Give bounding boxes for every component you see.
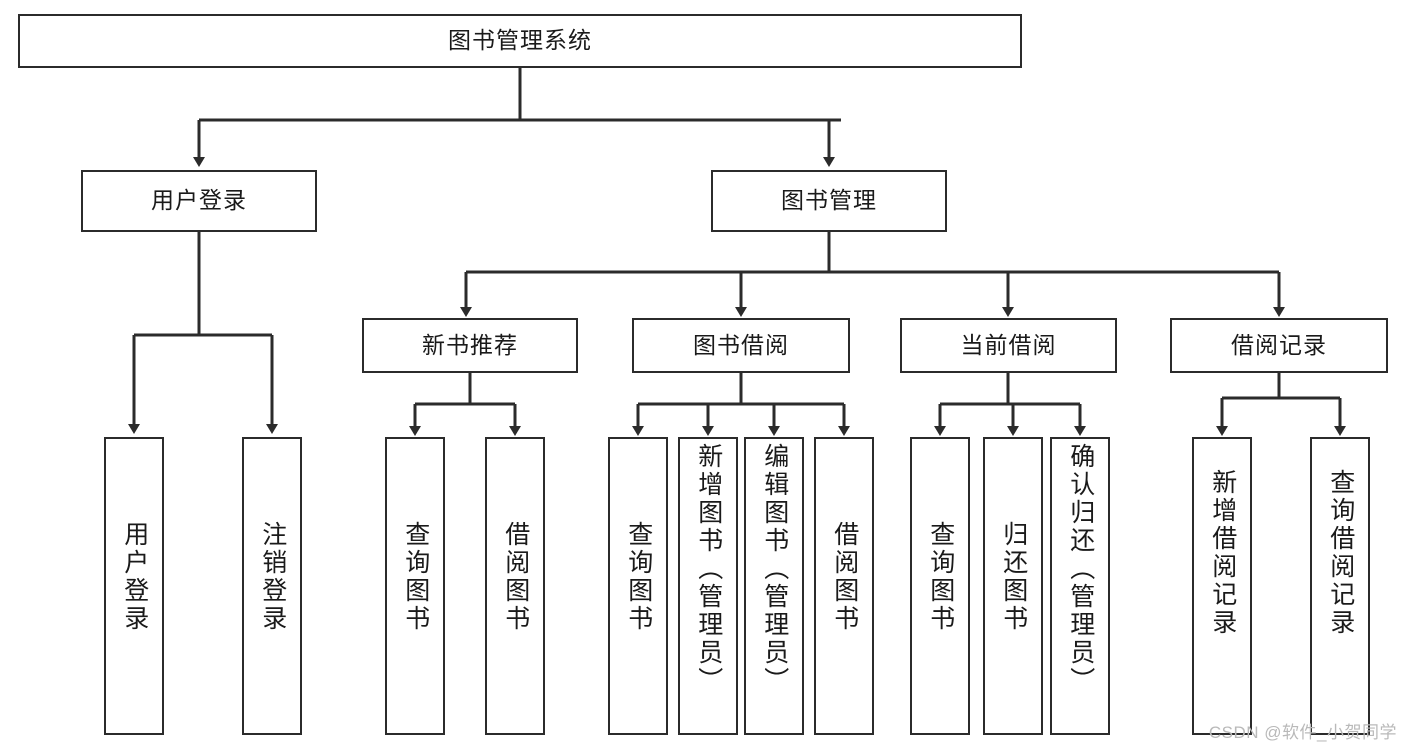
node-current-borrow[interactable]: 当前借阅: [900, 318, 1117, 373]
node-leaf-query-book-current-label: 查询图书: [926, 521, 955, 633]
node-new-book-recommend[interactable]: 新书推荐: [362, 318, 578, 373]
node-leaf-confirm-return-admin-label: 确认归还（管理员）: [1066, 443, 1095, 695]
node-leaf-add-borrow-record-label: 新增借阅记录: [1208, 469, 1237, 637]
node-leaf-query-borrow-record-label: 查询借阅记录: [1326, 469, 1355, 637]
node-current-borrow-label: 当前借阅: [960, 331, 1057, 358]
node-user-login-label: 用户登录: [151, 187, 247, 214]
node-book-borrow-label: 图书借阅: [693, 331, 789, 358]
node-leaf-logout-login[interactable]: 注销登录: [242, 437, 302, 735]
node-leaf-borrow-book-recommend-label: 借阅图书: [501, 521, 530, 633]
node-leaf-borrow-book-label: 借阅图书: [830, 521, 859, 633]
node-leaf-query-book-recommend-label: 查询图书: [401, 521, 430, 633]
node-user-login[interactable]: 用户登录: [81, 170, 317, 232]
node-book-borrow[interactable]: 图书借阅: [632, 318, 850, 373]
node-book-manage[interactable]: 图书管理: [711, 170, 947, 232]
node-leaf-return-book-label: 归还图书: [999, 521, 1028, 633]
node-leaf-add-book-admin-label: 新增图书（管理员）: [694, 443, 723, 695]
node-leaf-edit-book-admin[interactable]: 编辑图书（管理员）: [744, 437, 804, 735]
node-leaf-user-login[interactable]: 用户登录: [104, 437, 164, 735]
node-leaf-query-book-borrow-label: 查询图书: [624, 521, 653, 633]
node-leaf-borrow-book[interactable]: 借阅图书: [814, 437, 874, 735]
node-leaf-query-book-borrow[interactable]: 查询图书: [608, 437, 668, 735]
node-leaf-return-book[interactable]: 归还图书: [983, 437, 1043, 735]
node-leaf-edit-book-admin-label: 编辑图书（管理员）: [760, 443, 789, 695]
node-root[interactable]: 图书管理系统: [18, 14, 1022, 68]
node-root-label: 图书管理系统: [448, 27, 592, 54]
node-leaf-add-book-admin[interactable]: 新增图书（管理员）: [678, 437, 738, 735]
node-leaf-borrow-book-recommend[interactable]: 借阅图书: [485, 437, 545, 735]
node-borrow-record-label: 借阅记录: [1231, 331, 1327, 358]
node-new-book-recommend-label: 新书推荐: [422, 331, 518, 358]
node-leaf-query-borrow-record[interactable]: 查询借阅记录: [1310, 437, 1370, 735]
node-leaf-query-book-recommend[interactable]: 查询图书: [385, 437, 445, 735]
node-leaf-add-borrow-record[interactable]: 新增借阅记录: [1192, 437, 1252, 735]
node-leaf-logout-login-label: 注销登录: [258, 521, 287, 633]
node-leaf-query-book-current[interactable]: 查询图书: [910, 437, 970, 735]
node-leaf-confirm-return-admin[interactable]: 确认归还（管理员）: [1050, 437, 1110, 735]
csdn-watermark: CSDN @软件_小贺同学: [1208, 723, 1397, 742]
node-leaf-user-login-label: 用户登录: [120, 521, 149, 633]
node-book-manage-label: 图书管理: [781, 187, 877, 214]
node-borrow-record[interactable]: 借阅记录: [1170, 318, 1388, 373]
